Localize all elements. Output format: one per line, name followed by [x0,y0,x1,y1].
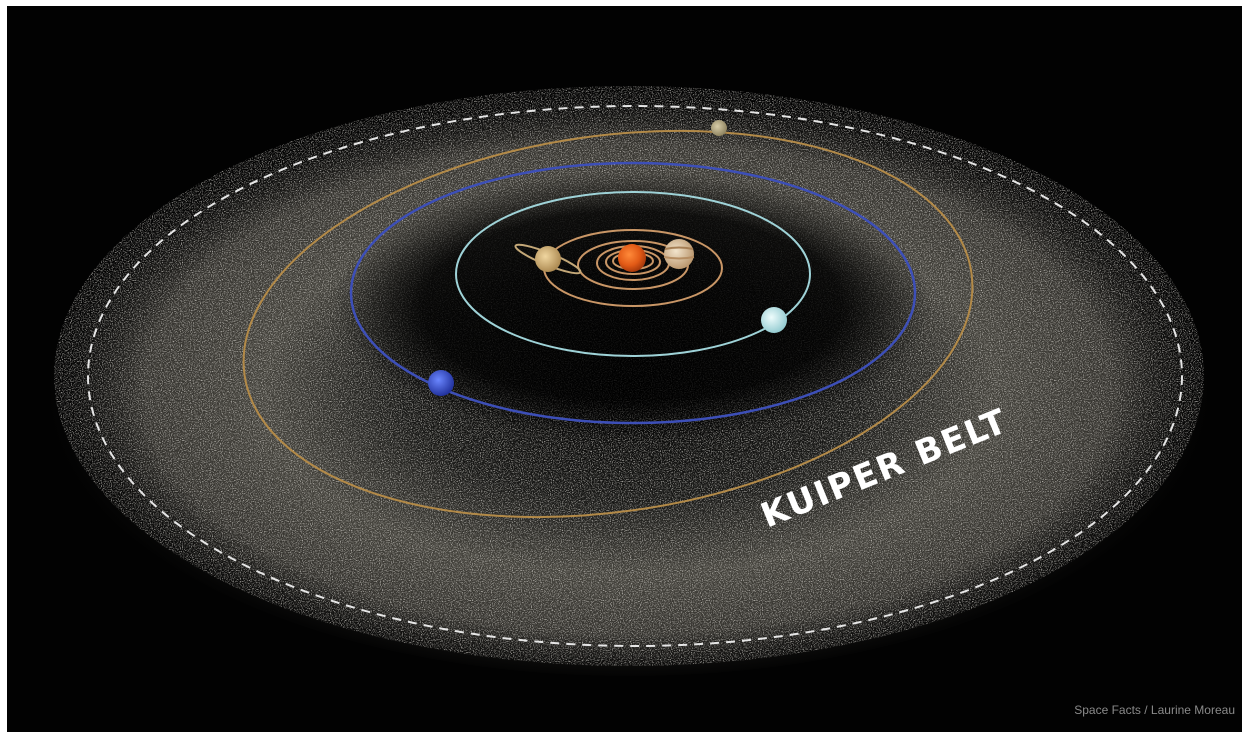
neptune-icon [428,370,454,396]
pluto-orbit [242,129,974,519]
image-credit: Space Facts / Laurine Moreau [1074,703,1235,717]
jupiter-icon [663,239,695,269]
uranus-orbit [455,191,811,357]
saturn-icon [514,243,582,275]
pluto-icon [711,120,727,136]
diagram-canvas: KUIPER BELT Space Facts / Laurine Moreau [39,76,1235,717]
sun-icon [618,244,646,272]
uranus-icon [761,307,787,333]
neptune-orbit [349,161,917,425]
solar-system-diagram: KUIPER BELT Space Facts / Laurine Moreau [7,6,1242,732]
kuiper-belt-region [39,76,1219,676]
kuiper-belt-boundary [87,105,1183,647]
